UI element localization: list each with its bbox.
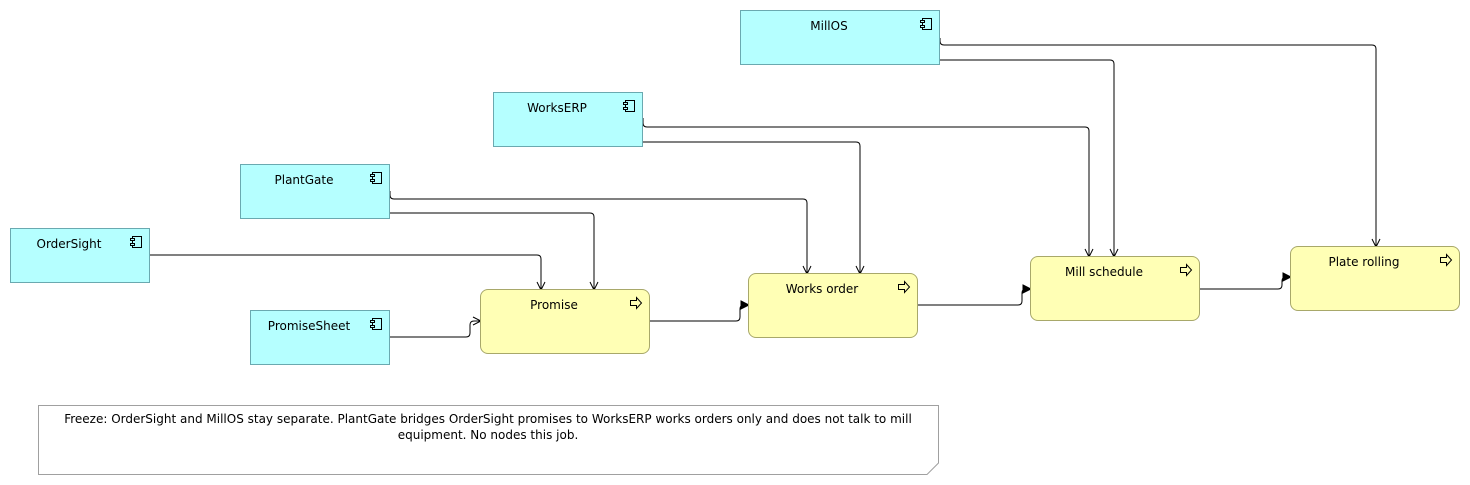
note-border [38, 405, 939, 475]
connection-workserp-works-order[interactable] [643, 141, 860, 274]
component-label: PlantGate [274, 173, 334, 187]
process-arrow-icon [1440, 253, 1453, 267]
process-plate-rolling[interactable]: Plate rolling [1290, 246, 1460, 311]
process-label: Works order [785, 282, 859, 296]
process-arrow-icon [630, 296, 643, 310]
component-icon [370, 172, 382, 184]
connection-millos-plate-rolling[interactable] [939, 38, 1376, 247]
component-icon [370, 318, 382, 330]
process-label: Mill schedule [1065, 265, 1143, 279]
process-label: Plate rolling [1328, 255, 1400, 269]
component-icon [920, 18, 932, 30]
connection-promise-works-order[interactable] [650, 305, 749, 322]
connection-millos-mill-schedule[interactable] [940, 59, 1114, 257]
process-label: Promise [530, 298, 578, 312]
component-label: MillOS [810, 19, 848, 33]
connection-promisesheet-promise[interactable] [390, 321, 481, 338]
connection-plantgate-promise[interactable] [390, 212, 594, 290]
connection-works-order-mill-schedule[interactable] [918, 289, 1031, 306]
connection-workserp-mill-schedule[interactable] [642, 118, 1089, 257]
component-workserp[interactable]: WorksERP [493, 92, 643, 147]
component-promisesheet[interactable]: PromiseSheet [250, 310, 390, 365]
connection-ordersight-promise[interactable] [150, 254, 541, 290]
connection-mill-schedule-plate-rolling[interactable] [1200, 277, 1291, 290]
component-label: WorksERP [527, 101, 587, 115]
component-plantgate[interactable]: PlantGate [240, 164, 390, 219]
component-label: OrderSight [36, 237, 102, 251]
connection-plantgate-works-order[interactable] [389, 191, 807, 274]
component-millos[interactable]: MillOS [740, 10, 940, 65]
component-icon [130, 236, 142, 248]
process-promise[interactable]: Promise [480, 289, 650, 354]
note-text: Freeze: OrderSight and MillOS stay separ… [64, 412, 912, 442]
process-mill-schedule[interactable]: Mill schedule [1030, 256, 1200, 321]
diagram-note[interactable]: Freeze: OrderSight and MillOS stay separ… [38, 405, 939, 475]
component-ordersight[interactable]: OrderSight [10, 228, 150, 283]
component-icon [623, 100, 635, 112]
process-works-order[interactable]: Works order [748, 273, 918, 338]
process-arrow-icon [898, 280, 911, 294]
process-arrow-icon [1180, 263, 1193, 277]
component-label: PromiseSheet [267, 319, 351, 333]
